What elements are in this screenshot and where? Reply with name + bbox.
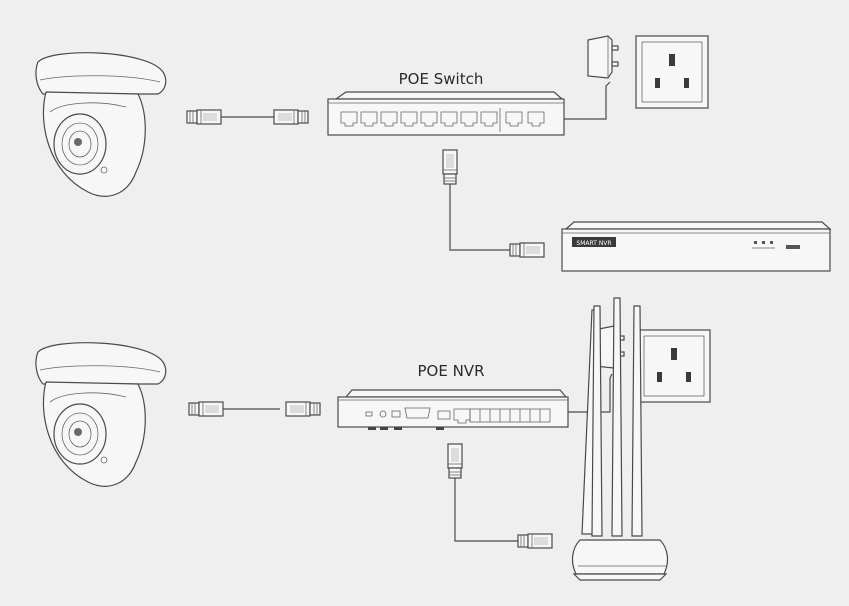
cable-nvr-router xyxy=(455,478,518,541)
smart-nvr: SMART NVR xyxy=(562,222,830,271)
nvr-usb-port xyxy=(786,245,800,249)
ethernet-plug-camera-top xyxy=(187,110,221,124)
poe-switch xyxy=(328,92,564,135)
ethernet-plug-nvr-in xyxy=(510,243,544,257)
poe-switch-label: POE Switch xyxy=(399,70,484,88)
bottom-section: POE NVR xyxy=(36,298,710,580)
top-section: POE Switch SMART NVR xyxy=(36,36,830,271)
switch-power xyxy=(564,36,708,119)
ethernet-plug-nvr-out xyxy=(448,444,462,478)
wall-socket-top xyxy=(636,36,708,108)
poe-nvr-label: POE NVR xyxy=(417,362,484,380)
dome-camera-top xyxy=(36,53,166,197)
ethernet-plug-switch-in xyxy=(274,110,308,124)
power-adapter-top xyxy=(588,36,618,78)
cable-switch-nvr xyxy=(450,184,510,250)
dome-camera-bottom xyxy=(36,343,166,487)
ethernet-plug-router-in xyxy=(518,534,552,548)
wall-socket-bottom xyxy=(638,330,710,402)
ethernet-plug-camera-bottom xyxy=(189,402,223,416)
ethernet-plug-switch-out xyxy=(443,150,457,184)
poe-nvr xyxy=(338,390,568,430)
ethernet-plug-nvr-bottom-in xyxy=(286,402,320,416)
nvr-badge-text: SMART NVR xyxy=(576,240,611,247)
